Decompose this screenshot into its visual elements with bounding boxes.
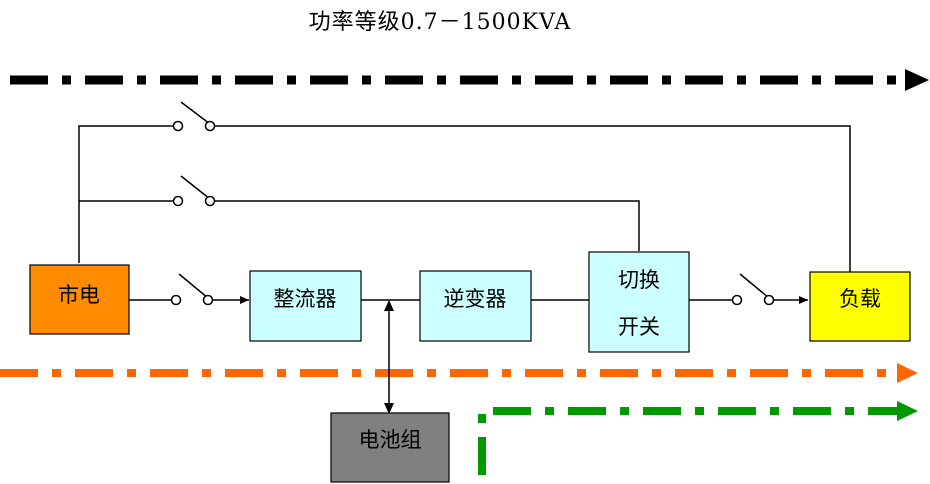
static-bypass-line [79,175,640,251]
battery-flow-arrowhead [897,401,918,421]
bypass-flow-path [10,69,929,91]
battery-label: 电池组 [359,428,422,452]
dc-bus [361,299,420,414]
output-breaker [689,273,808,306]
battery-block: 电池组 [330,412,450,483]
rectifier-label: 整流器 [274,287,337,311]
bypass-flow-arrowhead [905,69,929,91]
input-breaker [129,273,249,306]
inverter-label: 逆变器 [444,287,507,311]
battery-flow-path [478,401,918,475]
load-block: 负载 [809,271,911,342]
inverter-block: 逆变器 [419,270,532,342]
switch-label-line2: 开关 [618,315,660,339]
mains-label: 市电 [58,283,100,307]
switch-label-line1: 切换 [618,268,660,292]
load-label: 负载 [839,287,881,311]
normal-flow-path [0,363,918,383]
mains-block: 市电 [29,264,130,335]
rectifier-block: 整流器 [249,270,362,342]
normal-flow-arrowhead [897,363,918,383]
transfer-switch-block: 切换 开关 [588,251,690,353]
diagram-title: 功率等级0.7－1500KVA [308,10,572,35]
manual-bypass-line [78,101,851,272]
